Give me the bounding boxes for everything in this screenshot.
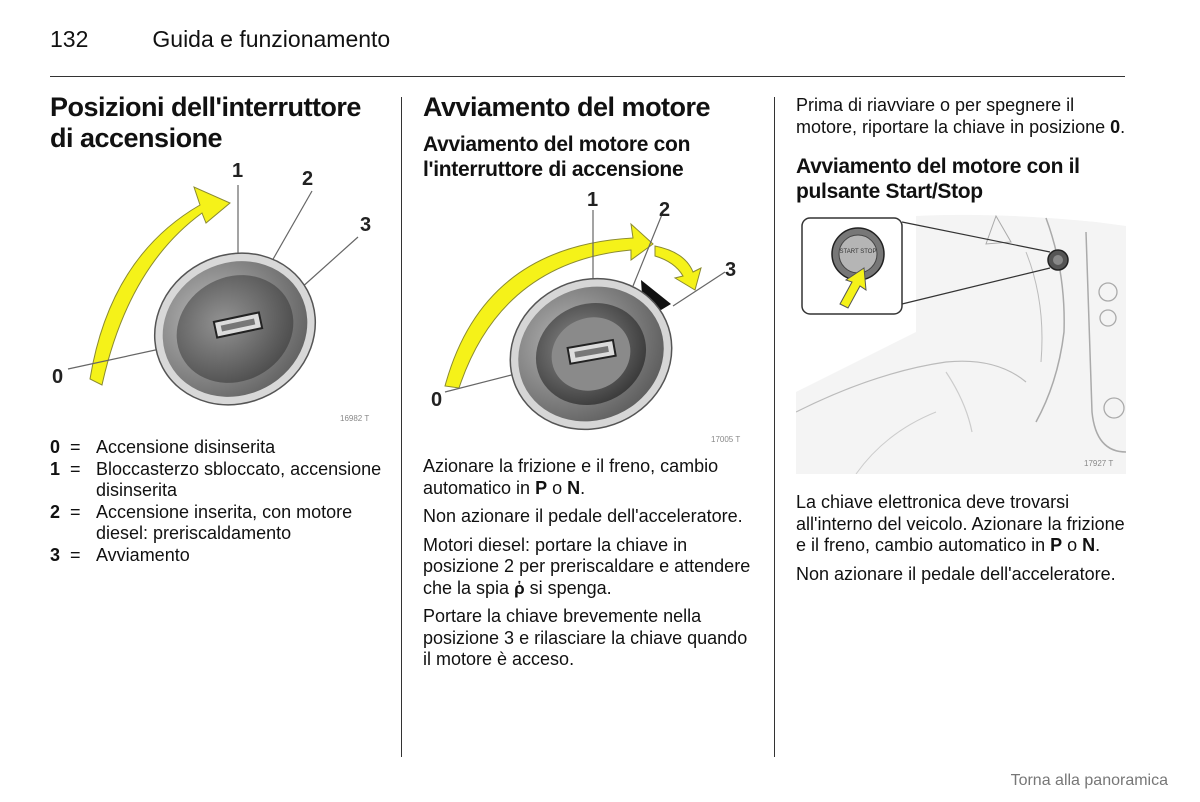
- figure-label-0: 0: [431, 389, 442, 411]
- column-engine-start: Avviamento del motore Avviamento del mot…: [423, 92, 753, 678]
- rotation-arrow: [89, 186, 231, 386]
- column-ignition-positions: Posizioni dell'interruttore di accension…: [50, 92, 385, 566]
- column-start-stop: Prima di riavviare o per spegnere il mot…: [796, 92, 1128, 592]
- page-number: 132: [50, 26, 89, 52]
- paragraph-clutch: Azionare la frizione e il freno, cambio …: [423, 456, 719, 498]
- ignition-positions-title: Posizioni dell'interruttore di accension…: [50, 92, 361, 153]
- rotation-arrow-large: [444, 222, 654, 389]
- paragraph-turn-key: Portare la chiave brevemente nella posiz…: [423, 606, 748, 669]
- page-header: 132 Guida e funzionamento: [50, 26, 390, 53]
- figure-id: 17927 T: [1084, 459, 1113, 468]
- paragraph-diesel: Motori diesel: portare la chiave in posi…: [423, 534, 751, 598]
- section-title: Guida e funzionamento: [152, 26, 391, 52]
- ignition-legend: 0=Accensione disinserita 1=Bloccasterzo …: [50, 437, 385, 566]
- paragraph-restart: Prima di riavviare o per spegnere il mot…: [796, 95, 1126, 137]
- legend-row-0: 0=Accensione disinserita: [50, 437, 276, 457]
- column-divider-2: [774, 97, 775, 757]
- engine-start-key-subtitle: Avviamento del motore con l'interruttore…: [423, 133, 691, 181]
- ignition-start-figure: 1 2 3 0 17005 T: [423, 186, 753, 448]
- figure-id: 16982 T: [340, 414, 369, 423]
- start-stop-figure: START STOP 17927 T: [796, 212, 1126, 474]
- legend-row-1: 1=Bloccasterzo sbloccato, accensione dis…: [50, 458, 382, 501]
- figure-label-1: 1: [232, 160, 243, 182]
- press-arrow-icon: [839, 267, 867, 309]
- ignition-switch-figure: 1 2 3 0 16982 T: [50, 157, 380, 429]
- column-divider-1: [401, 97, 402, 757]
- back-to-overview-link[interactable]: Torna alla panoramica: [1010, 772, 1168, 789]
- paragraph-accelerator-2: Non azionare il pedale dell'acceleratore…: [796, 563, 1116, 584]
- start-stop-subtitle: Avviamento del motore con il pulsante St…: [796, 155, 1080, 203]
- legend-row-2: 2=Accensione inserita, con motore diesel…: [50, 501, 353, 544]
- paragraph-electronic-key: La chiave elettronica deve trovarsi all'…: [796, 492, 1125, 555]
- figure-label-3: 3: [725, 259, 736, 281]
- rotation-arrow-small: [654, 245, 702, 291]
- engine-start-title: Avviamento del motore: [423, 92, 711, 122]
- legend-row-3: 3=Avviamento: [50, 544, 190, 565]
- figure-label-3: 3: [360, 214, 371, 236]
- figure-label-1: 1: [587, 189, 598, 211]
- figure-label-2: 2: [302, 168, 313, 190]
- figure-label-2: 2: [659, 199, 670, 221]
- start-stop-button-label: START STOP: [840, 249, 877, 255]
- figure-id: 17005 T: [711, 435, 740, 444]
- figure-label-0: 0: [52, 366, 63, 388]
- header-rule: [50, 76, 1125, 77]
- paragraph-accelerator: Non azionare il pedale dell'acceleratore…: [423, 506, 743, 526]
- glow-plug-icon: ῥ: [514, 578, 525, 598]
